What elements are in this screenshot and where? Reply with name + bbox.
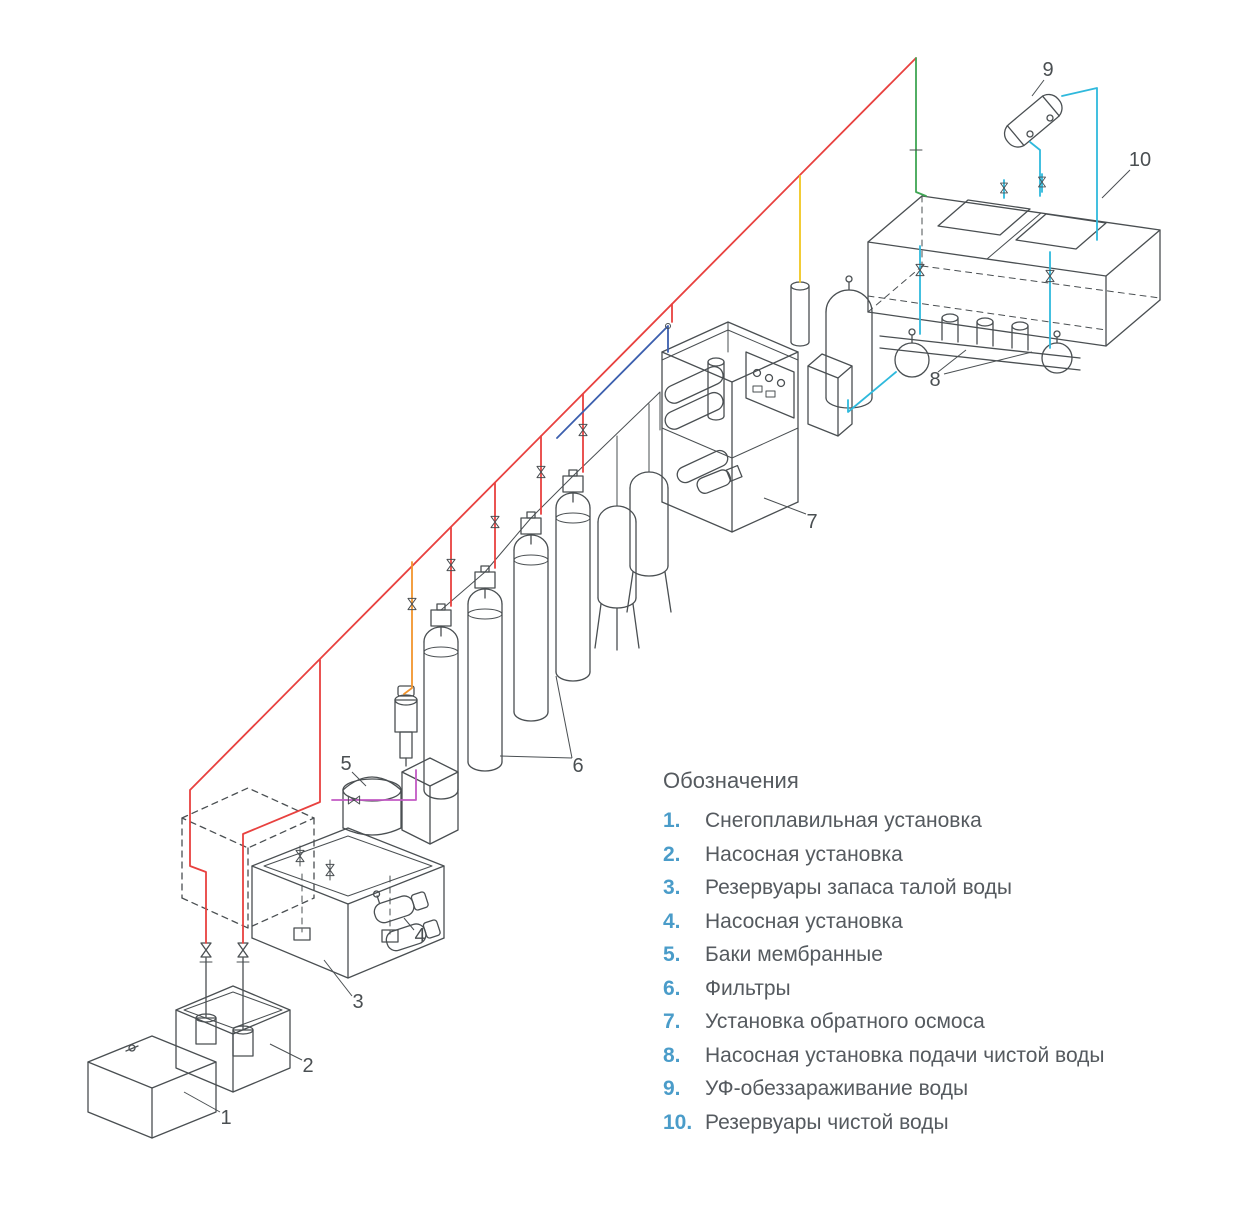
dosing-column — [790, 281, 810, 347]
legend-item-label: Баки мембранные — [705, 943, 883, 966]
pipe-orange — [403, 561, 413, 695]
pump-unit-2 — [175, 942, 291, 1093]
dashed-reserve-tank — [181, 787, 315, 929]
membrane-tank — [342, 776, 402, 836]
legend-item-10: 10. Резервуары чистой воды — [663, 1106, 1203, 1140]
uv-unit — [1003, 93, 1063, 148]
legend-item-label: Фильтры — [705, 976, 791, 1000]
reverse-osmosis-unit — [661, 321, 799, 533]
legend-item-label: УФ-обеззараживание воды — [705, 1077, 969, 1100]
legend-item-2: 2. Насосная установка — [663, 838, 1203, 872]
callout-leaders — [183, 79, 1131, 1113]
legend-item-number: 6. — [663, 976, 681, 1000]
callout-numbers: 1 2 3 4 5 6 7 8 9 10 — [220, 59, 1151, 1129]
melt-water-reservoirs — [251, 827, 445, 979]
callout-8: 8 — [929, 369, 940, 391]
callout-5: 5 — [340, 753, 351, 775]
raw-water-pipe-red — [189, 57, 917, 944]
control-panel — [745, 351, 795, 419]
pipe-green — [915, 57, 927, 197]
legged-tanks — [594, 403, 672, 651]
legend-item-number: 1. — [663, 809, 681, 832]
legend-item-7: 7. Установка обратного осмоса — [663, 1005, 1203, 1039]
legend-item-1: 1. Снегоплавильная установка — [663, 804, 1203, 838]
pipe-blue — [556, 325, 669, 439]
clean-water-pipe-cyan — [847, 87, 1098, 413]
legend-item-label: Насосная установка — [705, 909, 903, 933]
callout-1: 1 — [220, 1107, 231, 1129]
pipe-valves — [347, 149, 1055, 805]
legend-item-3: 3. Резервуары запаса талой воды — [663, 871, 1203, 905]
legend-item-number: 9. — [663, 1077, 681, 1100]
callout-3: 3 — [352, 991, 363, 1013]
legend-item-number: 5. — [663, 943, 681, 966]
clean-water-pump-station — [879, 313, 1081, 378]
legend: Обозначения 1. Снегоплавильная установка… — [663, 768, 1203, 1139]
legend-item-8: 8. Насосная установка подачи чистой воды — [663, 1039, 1203, 1073]
callout-9: 9 — [1042, 59, 1053, 81]
snow-melting-unit — [87, 1035, 217, 1139]
booster-pumps — [372, 890, 441, 952]
legend-item-5: 5. Баки мембранные — [663, 938, 1203, 972]
legend-item-label: Резервуары чистой воды — [705, 1110, 949, 1134]
legend-item-number: 7. — [663, 1010, 681, 1033]
legend-item-9: 9. УФ-обеззараживание воды — [663, 1072, 1203, 1106]
legend-item-label: Насосная установка подачи чистой воды — [705, 1043, 1105, 1067]
legend-item-number: 10. — [663, 1110, 693, 1134]
legend-item-label: Резервуары запаса талой воды — [705, 876, 1012, 899]
legend-item-label: Снегоплавильная установка — [705, 809, 982, 832]
legend-item-number: 3. — [663, 876, 681, 899]
legend-item-4: 4. Насосная установка — [663, 905, 1203, 939]
callout-10: 10 — [1129, 149, 1151, 171]
legend-item-number: 4. — [663, 909, 681, 933]
legend-title: Обозначения — [663, 768, 799, 793]
callout-4: 4 — [414, 925, 425, 947]
callout-2: 2 — [302, 1055, 313, 1077]
legend-item-number: 8. — [663, 1043, 681, 1067]
clean-water-reservoirs — [867, 195, 1161, 347]
dosing-pump — [394, 685, 418, 767]
legend-item-label: Насосная установка — [705, 842, 903, 866]
callout-6: 6 — [572, 755, 583, 777]
control-cabinet — [807, 353, 853, 437]
filter-columns — [423, 391, 661, 800]
skid-box — [401, 757, 459, 845]
legend-item-number: 2. — [663, 842, 681, 866]
legend-item-6: 6. Фильтры — [663, 972, 1203, 1006]
pressure-tank — [825, 275, 873, 409]
legend-item-label: Установка обратного осмоса — [705, 1010, 985, 1033]
callout-7: 7 — [806, 511, 817, 533]
